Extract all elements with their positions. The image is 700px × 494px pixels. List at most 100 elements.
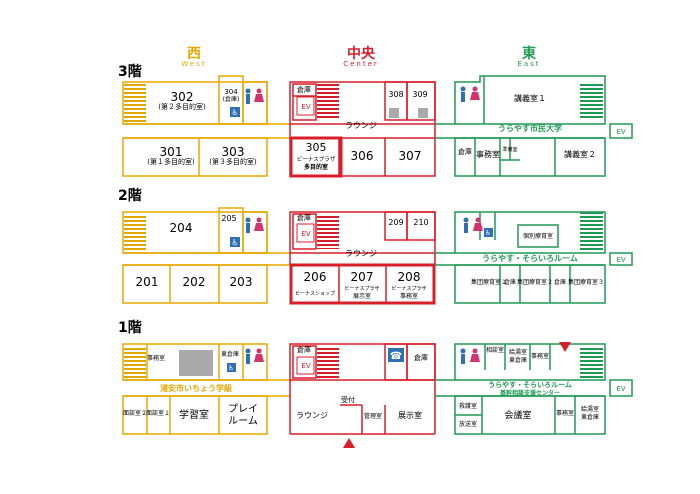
room-306: 306 (351, 149, 374, 163)
svg-text:☎: ☎ (390, 351, 402, 362)
ev-box (296, 356, 315, 375)
center-label: 中央 (347, 45, 376, 62)
play-room-1: プレイ (228, 403, 258, 415)
center-sub: Center (343, 60, 379, 68)
room-207: 207 (351, 270, 374, 284)
storage-east-3f: 倉庫 (458, 147, 472, 156)
lecture-1: 講義室１ (514, 93, 546, 103)
group-room-2f: 個別療育室 (523, 232, 553, 240)
room-304: 304 (224, 88, 238, 96)
center-label-1: うらやす・そらいろルーム (488, 380, 572, 389)
room-210: 210 (413, 218, 428, 227)
floor-1-east (435, 343, 633, 435)
entrance-arrow-center (343, 438, 355, 448)
storage-1f-center: 倉庫 (414, 353, 428, 362)
lounge-1f: ラウンジ (296, 411, 328, 420)
lecture-2: 講義室２ (564, 149, 596, 159)
floor-1-center (289, 343, 436, 435)
room-304-sub: (倉庫) (223, 95, 240, 103)
wheelchair-icon: ♿ (484, 228, 493, 237)
ev-box (296, 96, 315, 116)
wheelchair-icon: ♿ (227, 363, 236, 372)
wheelchair-icon: ♿ (230, 107, 240, 117)
floor-2-west (122, 207, 290, 304)
room-309: 309 (412, 90, 427, 99)
storage-2f-a: 倉庫 (504, 278, 516, 286)
room-204: 204 (170, 221, 193, 235)
floor-2-center (289, 211, 436, 305)
storage-1f: 倉庫 (297, 345, 311, 354)
floor-1: 事務室 東倉庫 ♿ 浦安市いちょう学級 面談室２ 面談室１ 学習室 プレイ ルー… (122, 342, 633, 448)
office-1f-east: 事務室 (531, 352, 549, 360)
floor-3-west (122, 75, 290, 177)
room-207-sub1: ビーナスプラザ (344, 285, 379, 292)
svg-text:♿: ♿ (231, 238, 238, 247)
room-208-sub2: 事務室 (400, 292, 418, 300)
room-305: 305 (306, 141, 327, 154)
toilet-icon (460, 348, 480, 364)
svg-text:♿: ♿ (485, 229, 491, 237)
prep-3f: 準備室 (502, 146, 517, 153)
entrance-arrow-east (559, 342, 571, 352)
ev-box (296, 223, 315, 243)
meeting-room: 会議室 (504, 409, 531, 421)
consult-room: 相談室 (486, 346, 504, 354)
room-203: 203 (230, 275, 253, 289)
play-room-2: ルーム (228, 415, 258, 427)
gray-area (179, 350, 213, 376)
group-3: 集団療育室３ (568, 278, 604, 286)
storage-2f: 倉庫 (297, 213, 311, 222)
kyuto-room-2: 給湯室 (581, 405, 599, 413)
room-305-sub1: ビーナスプラザ (297, 155, 336, 163)
room-305-sub2: 多目的室 (304, 163, 328, 171)
toilet-icon (463, 217, 483, 233)
toilet-icon (460, 86, 480, 102)
toilet-icon (245, 88, 264, 104)
toilet-icon (245, 348, 264, 364)
room-209: 209 (388, 218, 403, 227)
ev-east-1f: EV (616, 385, 625, 393)
room-206: 206 (304, 270, 327, 284)
phone-icon: ☎ (388, 348, 404, 362)
nurse-room: 救護室 (459, 402, 477, 410)
room-301: 301 (160, 145, 183, 159)
ev-3f: EV (301, 103, 310, 111)
floor-3-center (289, 81, 436, 178)
room-201: 201 (136, 275, 159, 289)
admin-room: 管理室 (364, 412, 382, 420)
gakkyu-label: 浦安市いちょう学級 (160, 383, 232, 393)
room-302-sub: (第２多目的室) (158, 102, 206, 111)
kyuto-room: 給湯室 (509, 348, 527, 356)
svg-text:♿: ♿ (228, 364, 234, 372)
office-1f-east-2: 事務室 (556, 409, 574, 417)
floor-2-east (435, 211, 633, 304)
storage-east-1f-2: 東倉庫 (581, 413, 599, 421)
toilet-icon (245, 217, 264, 233)
floor-3-east (435, 75, 633, 177)
ev-east-3f: EV (616, 128, 625, 136)
floor-1-label: 1階 (118, 319, 142, 336)
room-303: 303 (222, 145, 245, 159)
group-1: 集団療育室１ (471, 278, 507, 286)
west-label: 西 (187, 46, 201, 62)
office-3f: 事務室 (476, 149, 500, 159)
storage-east-1f: 東倉庫 (509, 356, 527, 364)
floor-3-label: 3階 (118, 63, 142, 80)
room-207-sub2: 展示室 (353, 292, 371, 300)
floor-1-west (122, 343, 290, 435)
room-301-sub: (第１多目的室) (147, 157, 195, 166)
room-205: 205 (221, 214, 236, 223)
room-302: 302 (171, 90, 194, 104)
room-206-sub: ビーナスショップ (295, 290, 335, 297)
room-303-sub: (第３多目的室) (209, 157, 257, 166)
floor-2: 204 205 201 202 203 ♿ 倉庫 EV 209 210 (122, 207, 633, 305)
room-208-sub1: ビーナスプラザ (391, 285, 426, 292)
lounge-3f: ラウンジ (345, 121, 377, 130)
room-308: 308 (388, 90, 403, 99)
wheelchair-icon: ♿ (230, 237, 240, 247)
room-208: 208 (398, 270, 421, 284)
storage-2f-b: 倉庫 (554, 278, 566, 286)
svg-text:♿: ♿ (231, 108, 238, 117)
center-label-2: 基幹相談支援センター (499, 389, 560, 397)
